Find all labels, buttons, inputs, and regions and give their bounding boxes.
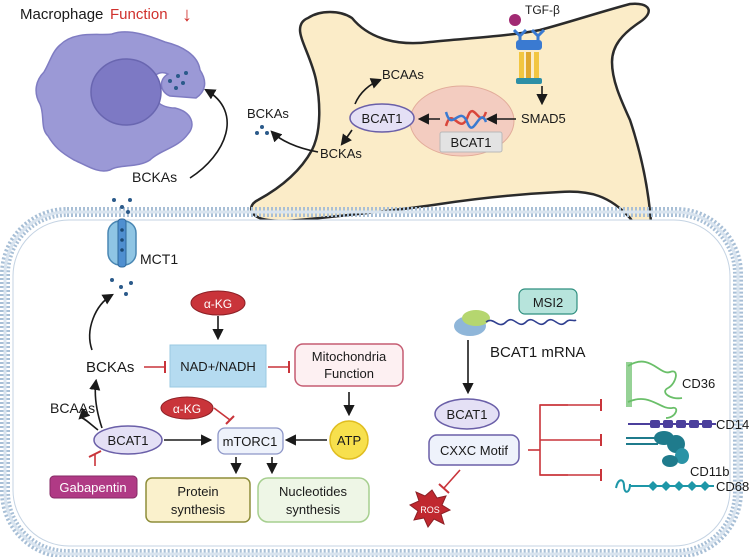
cd14-label: CD14 (716, 417, 749, 432)
protein-label-line1: Protein (177, 484, 218, 499)
particle-dot (255, 131, 259, 135)
alpha-kg-mid-node (160, 396, 214, 420)
released-bckas-label: BCKAs (247, 106, 289, 121)
alpha-kg-top-node (190, 290, 246, 316)
mtorc1-label: mTORC1 (223, 434, 278, 449)
particle-dot (260, 125, 264, 129)
alpha-kg-inhibits-mtorc1-line (213, 407, 231, 421)
msi2-label: MSI2 (533, 295, 563, 310)
cxxc-inhibits-ros-line (443, 469, 461, 489)
alpha-kg-inhibits-mtorc1-bar (225, 415, 235, 425)
cd36-label: CD36 (682, 376, 715, 391)
nucleotide-label-line1: Nucleotides (279, 484, 347, 499)
particle-dot (176, 74, 180, 78)
gabapentin-label: Gabapentin (59, 480, 126, 495)
cd68-label: CD68 (716, 479, 749, 494)
nucleotide-label-line2: synthesis (286, 502, 341, 517)
cxxc-inhibits-ros-bar (438, 483, 450, 494)
dna-helix-icon (444, 109, 488, 129)
tgf-beta-ligand-icon (509, 14, 521, 26)
mrna-strand (485, 318, 577, 326)
mct1-label: MCT1 (140, 251, 178, 267)
alpha-kg-top-label: α-KG (204, 297, 232, 311)
fibroblast-bcaas-label: BCAAs (382, 67, 424, 82)
nad-nadh-box (169, 344, 267, 388)
particle-dot (112, 198, 116, 202)
fibroblast-bckas-label: BCKAs (320, 146, 362, 161)
bcat1-gene-label: BCAT1 (451, 135, 492, 150)
particle-dot (128, 198, 132, 202)
cxxc-motif-box (428, 434, 520, 466)
bcat1-to-bckas-arrow (89, 378, 103, 429)
cd68-receptor-icon (615, 479, 714, 493)
mito-label-line2: Function (324, 366, 374, 381)
right-bcat1-label: BCAT1 (447, 407, 488, 422)
cd11b-label: CD11b (690, 464, 730, 479)
particle-dot (119, 285, 123, 289)
bcaas-conversion-arrow (354, 78, 383, 105)
macrophage-cell (35, 31, 206, 172)
mct1-transporter-icon (107, 218, 137, 268)
fibroblast-bcat1-label: BCAT1 (362, 111, 403, 126)
cd14-receptor-icon (628, 420, 716, 428)
bcat1-mrna-label: BCAT1 mRNA (490, 344, 586, 361)
particle-dot (184, 71, 188, 75)
mito-label-line1: Mitochondria (312, 349, 387, 364)
particle-dot (126, 210, 130, 214)
particle-dot (265, 131, 269, 135)
macrophage-nucleus (90, 58, 162, 126)
bcat1-gene-box (439, 131, 503, 153)
title-highlight: Function (110, 6, 168, 23)
particle-dot (174, 86, 178, 90)
mtorc1-box (217, 427, 284, 455)
atp-node (329, 420, 369, 460)
particle-dot (124, 292, 128, 296)
particle-dot (168, 79, 172, 83)
mitochondria-function-box (294, 343, 404, 387)
cxxc-motif-label: CXXC Motif (440, 443, 508, 458)
tgf-beta-label: TGF-β (525, 3, 560, 17)
ribosome-icon (454, 310, 490, 336)
tgf-beta-receptor-icon (512, 28, 546, 84)
particle-dot (120, 205, 124, 209)
bckas-export-arrow (270, 130, 319, 153)
msi2-box (518, 288, 578, 315)
right-bcat1-enzyme (434, 398, 500, 430)
ros-burst-icon (409, 489, 452, 528)
page-title: Macrophage Function ↓ (20, 4, 192, 26)
cell-bcat1-label: BCAT1 (108, 433, 149, 448)
smad5-label: SMAD5 (521, 111, 566, 126)
bcat1-to-bckas-arrow (340, 129, 353, 146)
cell-bckas-label: BCKAs (86, 359, 134, 376)
cell-bcat1-enzyme (93, 425, 163, 455)
fibroblast-bcat1-enzyme (349, 103, 415, 133)
protein-label-line2: synthesis (171, 502, 226, 517)
down-arrow-icon: ↓ (182, 4, 192, 26)
bckas-extracellular-label: BCKAs (132, 169, 177, 185)
particle-dot (181, 81, 185, 85)
particle-dot (129, 281, 133, 285)
protein-synthesis-box (145, 477, 251, 523)
cell-bcaas-label: BCAAs (50, 400, 95, 416)
cd11b-receptor-icon (626, 431, 689, 467)
alpha-kg-mid-label: α-KG (173, 402, 201, 416)
nad-nadh-label: NAD+/NADH (180, 359, 256, 374)
gabapentin-box (49, 475, 138, 499)
atp-label: ATP (337, 433, 361, 448)
cd36-receptor-icon (626, 360, 683, 419)
nucleotides-synthesis-box (257, 477, 370, 523)
ros-label: ROS (420, 505, 440, 515)
title-prefix: Macrophage (20, 6, 103, 23)
gabapentin-inhibits-bar (88, 450, 102, 458)
particle-dot (110, 278, 114, 282)
bckas-to-macrophage-arrow (189, 88, 228, 179)
bckas-to-mct1-arrow (88, 293, 114, 351)
bcat1-to-bcaas-arrow (78, 407, 99, 431)
